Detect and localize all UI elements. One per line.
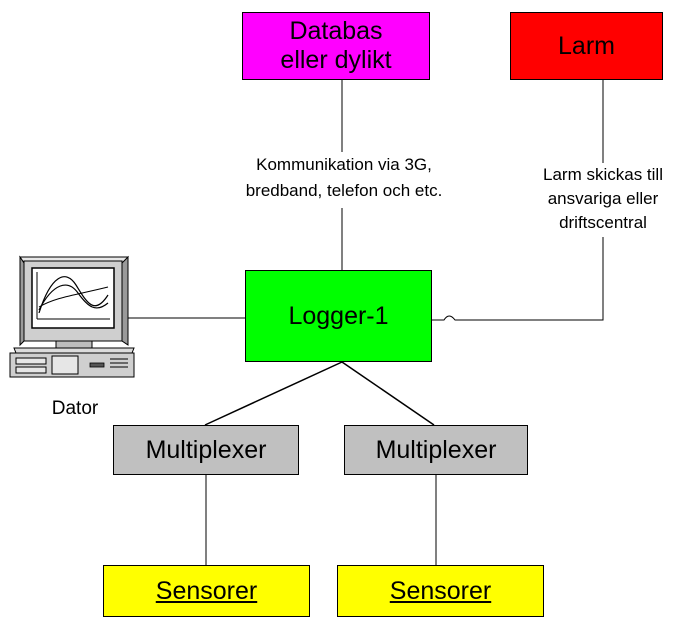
communication-note: Kommunikation via 3G, bredband, telefon … xyxy=(212,152,476,204)
database-node: Databas eller dylikt xyxy=(242,12,430,80)
multiplexer-right-node: Multiplexer xyxy=(344,425,528,475)
logger-node: Logger-1 xyxy=(245,270,432,362)
alarm-node: Larm xyxy=(510,12,663,80)
logger-mux-left-link xyxy=(204,361,343,426)
logger-label: Logger-1 xyxy=(288,301,389,330)
sensors-left-node: Sensorer xyxy=(103,565,310,617)
alarm-note-line2: ansvariga eller xyxy=(547,189,659,208)
alarm-label: Larm xyxy=(558,31,615,60)
multiplexer-right-label: Multiplexer xyxy=(375,435,497,464)
computer-icon xyxy=(9,255,135,378)
sensors-left-label: Sensorer xyxy=(155,576,258,605)
multiplexer-left-label: Multiplexer xyxy=(145,435,267,464)
communication-note-line1: Kommunikation via 3G, xyxy=(256,155,432,174)
alarm-note: Larm skickas till ansvariga eller drifts… xyxy=(523,163,683,235)
logger-alarm-link xyxy=(432,237,604,321)
computer-label: Dator xyxy=(51,398,99,419)
alarm-note-line3: driftscentral xyxy=(559,213,647,232)
database-label-line1: Databas xyxy=(289,17,383,45)
database-label-line2: eller dylikt xyxy=(280,46,392,74)
communication-note-line2: bredband, telefon och etc. xyxy=(245,181,443,200)
multiplexer-left-node: Multiplexer xyxy=(113,425,299,475)
alarm-note-line1: Larm skickas till xyxy=(543,165,663,184)
sensors-right-node: Sensorer xyxy=(337,565,544,617)
logger-mux-right-link xyxy=(341,361,435,426)
sensors-right-label: Sensorer xyxy=(389,576,492,605)
